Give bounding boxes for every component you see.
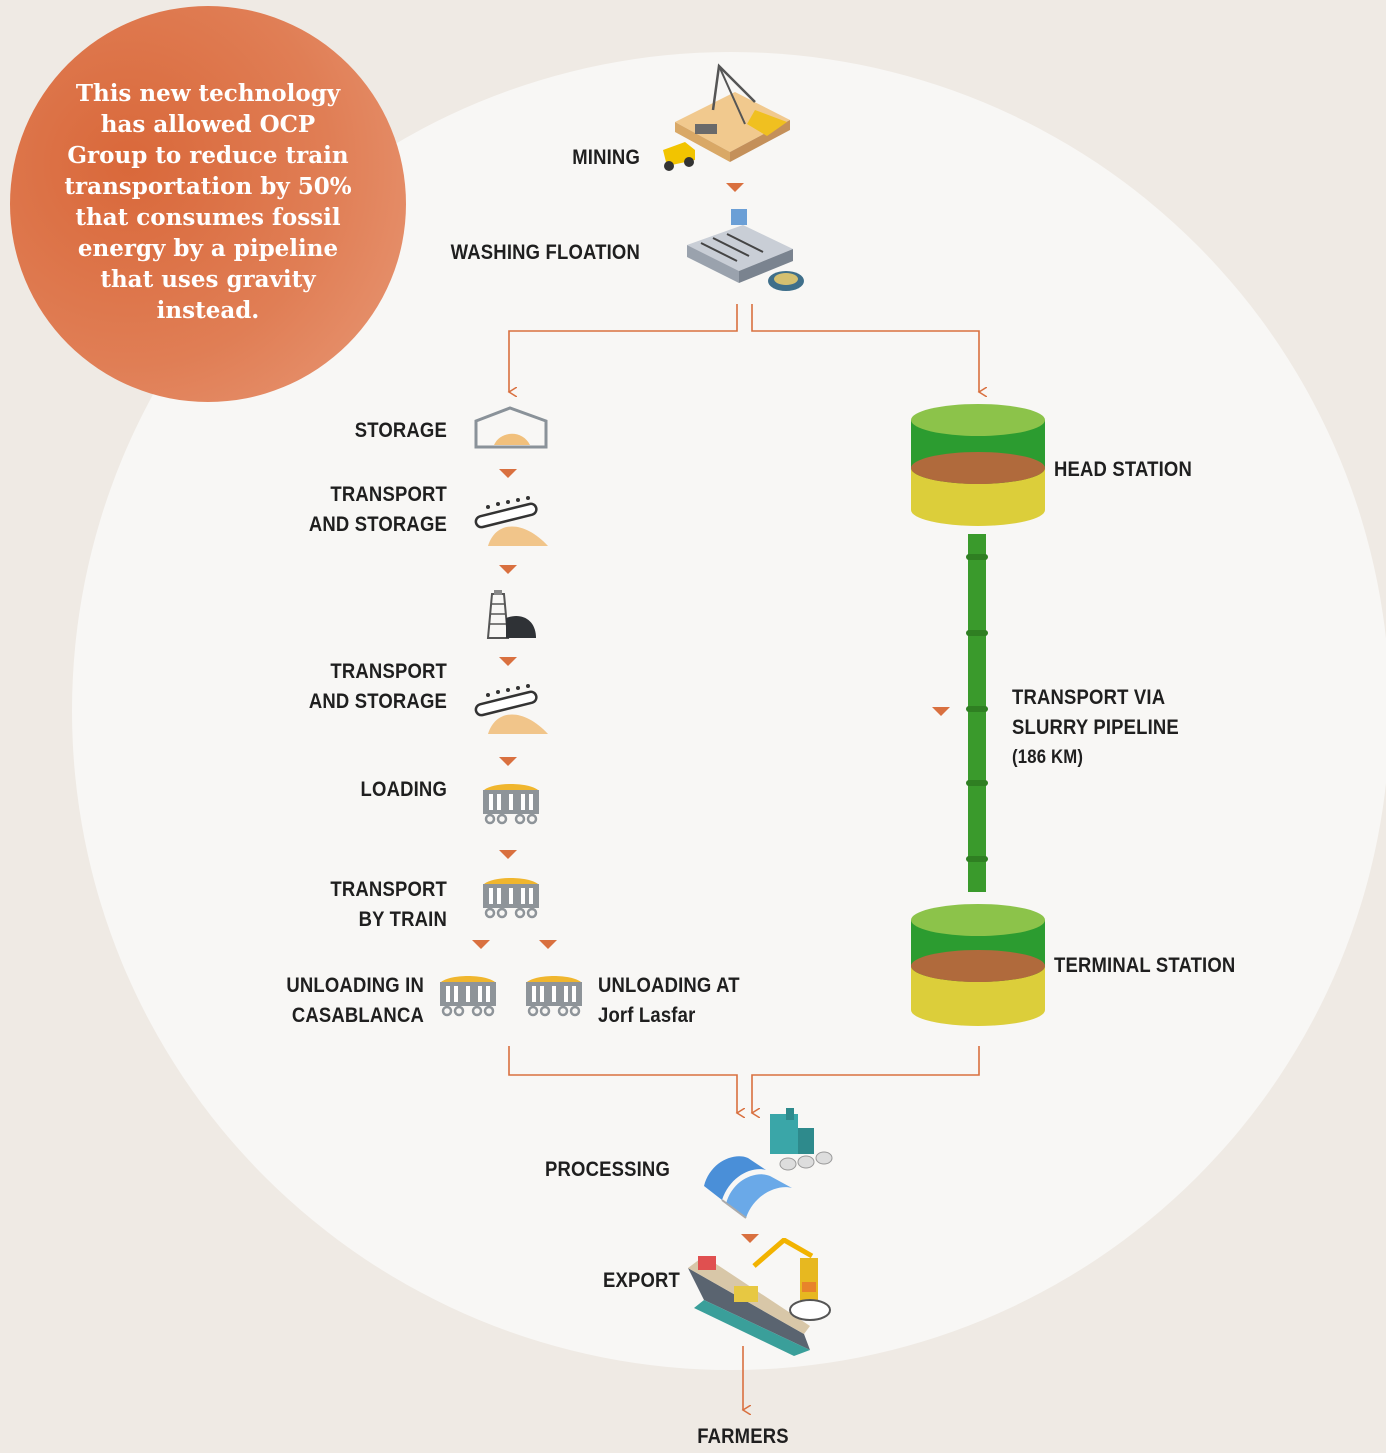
rail-wagon-icon-train <box>483 878 539 919</box>
label-mining: MINING <box>572 146 640 169</box>
label-head-station: HEAD STATION <box>1054 458 1192 481</box>
connector-to-storage <box>509 304 738 392</box>
slurry-pipeline-icon <box>966 534 988 892</box>
callout-text: This new technology has allowed OCP Grou… <box>64 80 352 324</box>
label-farmers: FARMERS <box>697 1425 789 1448</box>
rail-wagon-icon-loading <box>483 784 539 825</box>
conveyor-icon <box>474 496 548 546</box>
cargo-ship-icon <box>688 1238 831 1356</box>
label-loading: LOADING <box>360 778 447 801</box>
label-storage: STORAGE <box>354 419 447 442</box>
label-washing-floation: WASHING FLOATION <box>450 241 640 264</box>
connector-pipe-to-processing <box>752 1046 980 1113</box>
callout-badge: This new technology has allowed OCP Grou… <box>10 6 406 402</box>
label-terminal-station: TERMINAL STATION <box>1054 954 1236 977</box>
arrow-transport-shaft <box>499 565 517 574</box>
processing-plant-icon <box>704 1108 833 1219</box>
washing-plant-icon <box>687 209 804 291</box>
mine-shaft-icon <box>486 590 536 639</box>
label-processing: PROCESSING <box>545 1158 670 1181</box>
warehouse-icon <box>474 406 548 449</box>
head-station-tank-icon <box>911 404 1045 526</box>
connector-to-head-station <box>751 304 979 392</box>
arrow-to-jorf <box>539 940 557 949</box>
connector-rail-to-processing <box>508 1046 737 1113</box>
rail-wagon-icon-jorf <box>526 976 582 1017</box>
conveyor-icon-2 <box>474 684 548 734</box>
arrow-pipeline <box>932 707 950 716</box>
arrow-mining-washing <box>726 183 744 192</box>
flow-triangles <box>472 183 950 1243</box>
arrow-storage-transport <box>499 469 517 478</box>
arrow-loading-train <box>499 850 517 859</box>
arrow-to-casablanca <box>472 940 490 949</box>
arrow-shaft-transport <box>499 657 517 666</box>
terminal-station-tank-icon <box>911 904 1045 1026</box>
arrow-transport-loading <box>499 757 517 766</box>
label-export: EXPORT <box>602 1269 680 1292</box>
rail-wagon-icon-casablanca <box>440 976 496 1017</box>
arrow-processing-export <box>741 1234 759 1243</box>
mining-site-icon <box>663 63 790 171</box>
